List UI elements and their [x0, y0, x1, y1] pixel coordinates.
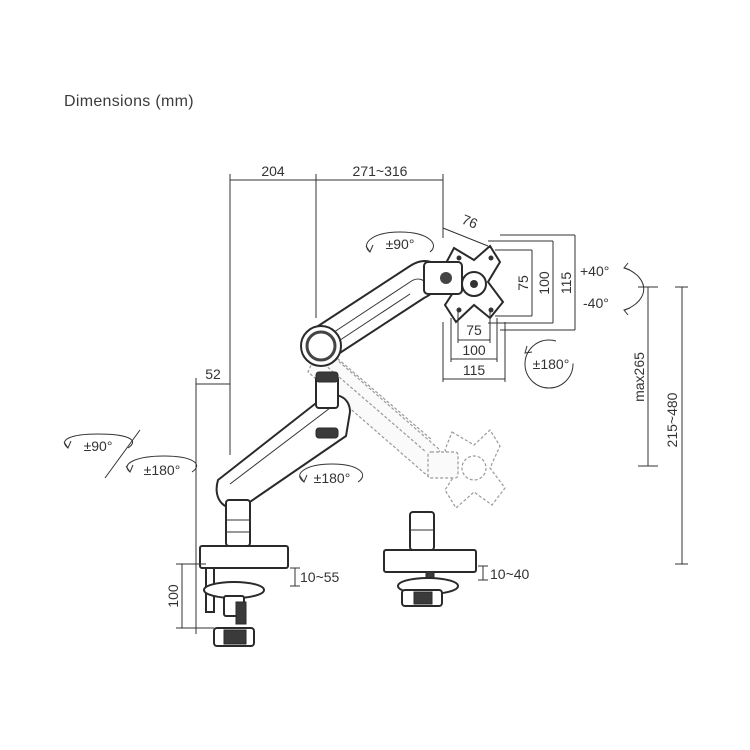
dim-clamp-height: 100: [165, 584, 181, 608]
rot-tilt-down: -40°: [583, 295, 609, 311]
base-rotation-indicators: ±90° ±180°: [63, 429, 198, 479]
vesa-vertical-dims: 75 100 115: [488, 234, 576, 331]
dim-clamp-range: 10~55: [300, 569, 340, 585]
rot-head-swivel: ±90°: [386, 236, 415, 252]
rot-base: ±180°: [144, 462, 181, 478]
dim-vesa-v-115: 115: [558, 272, 574, 295]
left-dimensions: 52 100 10~55 10~40: [165, 366, 530, 634]
rot-base-swivel: ±90°: [84, 438, 113, 454]
dim-grommet-range: 10~40: [490, 566, 530, 582]
vesa-horizontal-dims: 75 100 115: [442, 312, 506, 382]
dim-arm-reach: 271~316: [353, 163, 408, 179]
arm-rotation-indicator: ±180°: [299, 463, 364, 486]
panel-rotation-indicator: ±180°: [524, 339, 574, 389]
head-swivel-indicator: ±90°: [365, 231, 434, 254]
dim-vesa-v-100: 100: [536, 271, 552, 295]
clamp-post: [199, 499, 289, 647]
lower-arm: [215, 371, 352, 510]
top-dimension-lines: 204 271~316 76: [229, 163, 489, 455]
rot-tilt-up: +40°: [580, 263, 609, 279]
upper-arm: [300, 260, 463, 367]
dim-vesa-h-115: 115: [463, 362, 486, 378]
height-dimensions: max265 215~480: [631, 286, 688, 565]
dim-height-range: 215~480: [664, 392, 680, 447]
grommet-post: [383, 511, 477, 607]
rot-panel: ±180°: [533, 356, 570, 372]
dim-vesa-h-75: 75: [466, 322, 482, 338]
tilt-indicator: +40° -40°: [580, 262, 645, 316]
dim-vesa-v-75: 75: [515, 275, 531, 291]
dim-max-height: max265: [631, 352, 647, 402]
dim-head-depth: 76: [460, 211, 481, 232]
dim-pole-offset: 52: [205, 366, 221, 382]
dim-arm-offset: 204: [261, 163, 285, 179]
rot-arm: ±180°: [314, 470, 351, 486]
dim-vesa-h-100: 100: [462, 342, 486, 358]
diagram-title: Dimensions (mm): [64, 93, 194, 110]
